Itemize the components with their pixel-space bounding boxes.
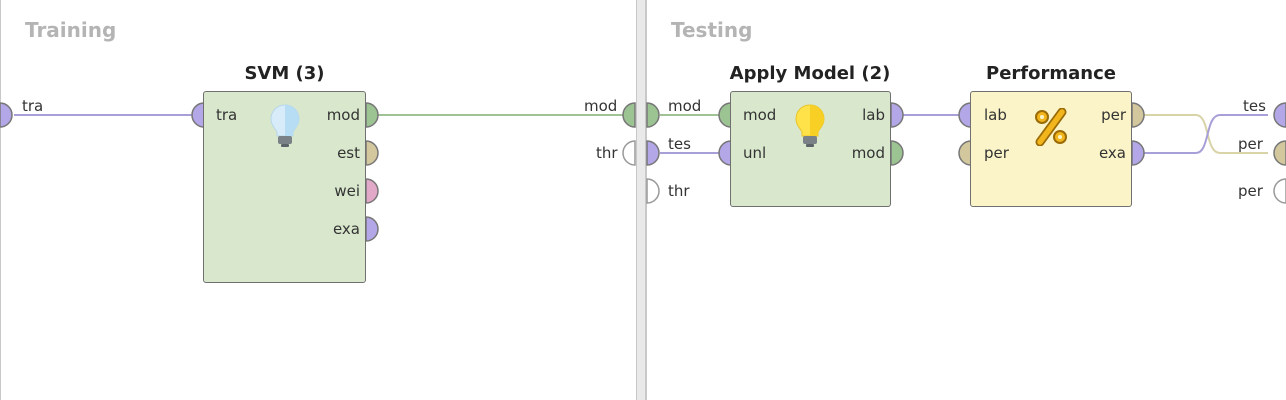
training-output-port-thr[interactable] [622, 140, 636, 166]
percent-icon [1035, 108, 1067, 146]
apply-model-operator-title: Apply Model (2) [729, 63, 891, 84]
performance-output-port-exa[interactable] [1131, 140, 1145, 166]
apply-model-port-label-lab: lab [862, 106, 885, 124]
testing-output-label-tes: tes [1243, 97, 1266, 115]
wire-example-to-tes-output[interactable] [1143, 114, 1268, 154]
apply-model-input-port-mod[interactable] [718, 102, 732, 128]
training-input-label-tra: tra [22, 97, 44, 115]
apply-model-output-port-lab[interactable] [890, 102, 904, 128]
svm-output-port-exa[interactable] [365, 216, 379, 242]
performance-port-label-per-in: per [984, 144, 1009, 162]
testing-panel-title: Testing [671, 18, 753, 42]
svm-port-label-est: est [337, 144, 360, 162]
svm-input-port-tra[interactable] [191, 102, 205, 128]
testing-output-port-per-2[interactable] [1273, 178, 1286, 204]
training-input-port-tra[interactable] [0, 102, 13, 128]
performance-input-port-per[interactable] [958, 140, 972, 166]
performance-output-port-per[interactable] [1131, 102, 1145, 128]
testing-output-port-per-1[interactable] [1273, 140, 1286, 166]
testing-input-label-tes: tes [668, 135, 691, 153]
svm-output-port-est[interactable] [365, 140, 379, 166]
performance-operator[interactable] [970, 91, 1132, 207]
testing-input-port-mod[interactable] [646, 102, 660, 128]
testing-input-port-tes[interactable] [646, 140, 660, 166]
training-output-label-mod: mod [584, 97, 618, 115]
lightbulb-icon [270, 104, 300, 147]
training-output-port-mod[interactable] [622, 102, 636, 128]
testing-input-label-mod: mod [668, 97, 702, 115]
panel-divider[interactable] [636, 0, 646, 400]
testing-output-label-per-2: per [1238, 182, 1263, 200]
lightbulb-on-icon [795, 104, 825, 147]
training-output-label-thr: thr [596, 144, 618, 162]
performance-operator-title: Performance [986, 63, 1116, 84]
apply-model-input-port-unl[interactable] [718, 140, 732, 166]
svm-output-port-mod[interactable] [365, 102, 379, 128]
performance-port-label-per-out: per [1101, 106, 1126, 124]
svm-port-label-exa: exa [332, 220, 360, 238]
apply-model-port-label-unl: unl [743, 144, 767, 162]
training-panel-title: Training [25, 18, 117, 42]
performance-port-label-exa: exa [1098, 144, 1126, 162]
svm-operator-title: SVM (3) [244, 63, 325, 84]
svm-port-label-mod: mod [326, 106, 360, 124]
apply-model-port-label-mod-out: mod [851, 144, 885, 162]
svm-port-label-wei: wei [334, 182, 360, 200]
svm-port-label-tra: tra [216, 106, 238, 124]
performance-port-label-lab: lab [984, 106, 1007, 124]
testing-input-port-thr[interactable] [646, 178, 660, 204]
testing-output-label-per-1: per [1238, 135, 1263, 153]
svm-output-port-wei[interactable] [365, 178, 379, 204]
performance-input-port-lab[interactable] [958, 102, 972, 128]
testing-input-label-thr: thr [668, 182, 690, 200]
apply-model-output-port-mod[interactable] [890, 140, 904, 166]
apply-model-port-label-mod-in: mod [743, 106, 777, 124]
testing-output-port-tes[interactable] [1273, 102, 1286, 128]
